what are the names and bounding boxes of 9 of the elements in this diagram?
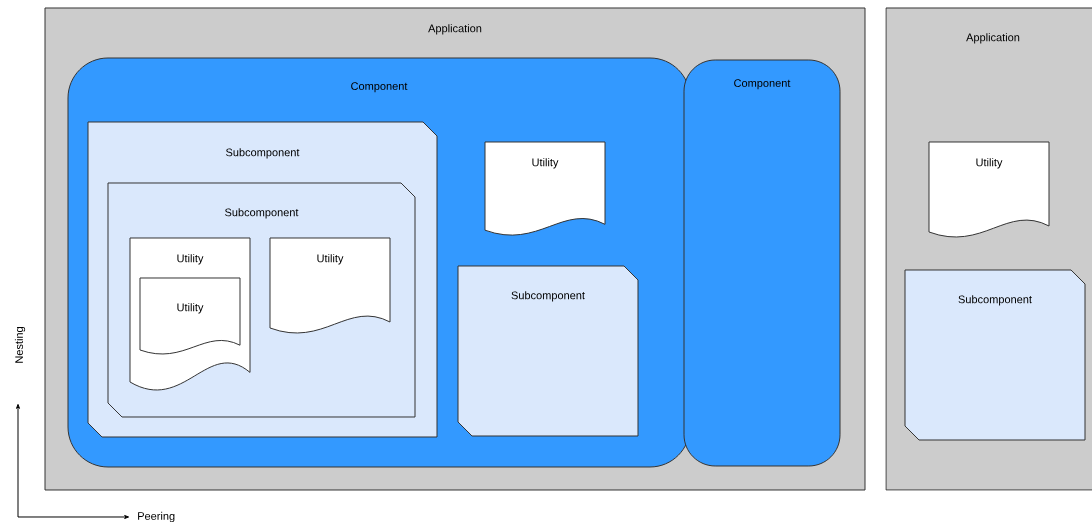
- axis-label: Nesting: [14, 327, 26, 363]
- subcomponent-box: Subcomponent: [904, 269, 1086, 441]
- utility-document: Utility: [928, 141, 1050, 238]
- axis-label: Peering: [138, 511, 175, 523]
- utility-document: Utility: [269, 237, 391, 334]
- component-box: Component: [683, 59, 841, 467]
- utility-document: Utility: [484, 141, 606, 236]
- utility-document: Utility: [139, 277, 241, 355]
- subcomponent-box: Subcomponent: [457, 265, 639, 437]
